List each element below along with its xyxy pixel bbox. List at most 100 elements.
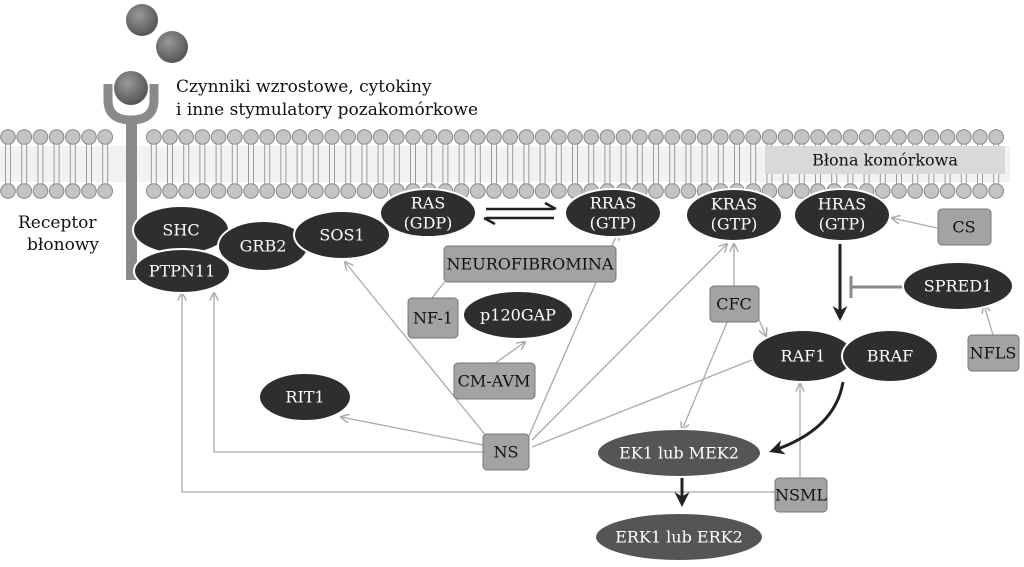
node-mek: EK1 lub MEK2 — [596, 428, 762, 478]
node-grb2: GRB2 — [217, 220, 309, 272]
node-rras-gtp-line1: RRAS — [590, 194, 637, 213]
lipid-head — [518, 129, 535, 145]
lipid-head — [65, 183, 81, 199]
lipid-head — [923, 129, 940, 145]
receptor-label-line1: Receptor — [18, 213, 97, 233]
box-ns: NS — [482, 433, 530, 471]
lipid-head — [648, 129, 664, 145]
box-cfc: CFC — [709, 285, 760, 323]
lipid-head — [745, 129, 762, 145]
lipid-head — [275, 183, 292, 199]
lipid-head — [923, 183, 940, 199]
lipid-head — [842, 129, 859, 145]
lipid-head — [729, 129, 745, 145]
lipid-head — [259, 183, 276, 199]
lipid-head — [972, 129, 988, 145]
node-rit1-label: RIT1 — [285, 388, 324, 407]
lipid-head — [210, 129, 227, 145]
lipid-head — [178, 129, 194, 145]
lipid-head — [146, 183, 162, 199]
lipid-head — [664, 129, 681, 145]
lipid-head — [907, 183, 924, 199]
lipid-head — [146, 129, 162, 145]
lipid-head — [939, 129, 956, 145]
lipid-head — [194, 129, 211, 145]
lipid-head — [551, 129, 567, 145]
node-p120gap: p120GAP — [462, 290, 574, 340]
lipid-head — [48, 183, 65, 199]
lipid-head — [227, 129, 243, 145]
box-cfc-label: CFC — [716, 295, 752, 314]
lipid-head — [97, 183, 113, 199]
node-spred1-label: SPRED1 — [924, 277, 992, 296]
lipid-head — [275, 129, 292, 145]
lipid-head — [696, 129, 713, 145]
lipid-head — [97, 129, 113, 145]
lipid-head — [356, 129, 373, 145]
lipid-head — [48, 129, 65, 145]
node-rras-gtp-line2: (GTP) — [590, 214, 637, 233]
lipid-head — [437, 129, 454, 145]
lipid-head — [81, 183, 97, 199]
lipid-head — [65, 129, 81, 145]
lipid-head — [32, 129, 49, 145]
node-erk: ERK1 lub ERK2 — [594, 512, 764, 562]
node-ras-gdp-line2: (GDP) — [404, 214, 453, 233]
node-raf1: RAF1 — [751, 329, 855, 383]
lipid-head — [470, 183, 486, 199]
lipid-head — [858, 129, 875, 145]
lipid-head — [826, 129, 843, 145]
lipid-head — [502, 183, 519, 199]
lipid-head — [567, 129, 583, 145]
lipid-head — [891, 129, 907, 145]
node-grb2-label: GRB2 — [240, 237, 287, 256]
lipid-head — [243, 183, 259, 199]
cell-membrane: Błona komórkowa — [0, 129, 1010, 199]
box-cm-avm: CM-AVM — [453, 362, 536, 400]
node-rit1: RIT1 — [258, 372, 352, 422]
box-nsml-label: NSML — [775, 486, 827, 505]
box-neurofibromina-label: NEUROFIBROMINA — [447, 255, 614, 274]
lipid-head — [875, 129, 891, 145]
lipid-head — [891, 183, 907, 199]
box-cs-label: CS — [952, 218, 975, 237]
lipid-head — [486, 129, 502, 145]
lipid-head — [486, 183, 502, 199]
box-neurofibromina: NEUROFIBROMINA — [443, 245, 617, 283]
lipid-head — [632, 129, 648, 145]
node-hras-gtp-line1: HRAS — [818, 195, 867, 214]
node-kras-gtp: KRAS (GTP) — [685, 188, 783, 242]
box-cm-avm-label: CM-AVM — [458, 372, 531, 391]
node-ptpn11-label: PTPN11 — [149, 262, 216, 281]
lipid-head — [0, 183, 16, 199]
lipid-head — [810, 129, 826, 145]
node-kras-gtp-line1: KRAS — [711, 195, 758, 214]
lipid-head — [453, 129, 470, 145]
lipid-head — [178, 183, 194, 199]
lipid-head — [551, 183, 567, 199]
membrane-label-box — [765, 146, 1005, 174]
node-p120gap-label: p120GAP — [480, 306, 556, 325]
node-braf-label: BRAF — [867, 347, 913, 366]
receptor-label-line2: błonowy — [27, 235, 99, 255]
lipid-head — [259, 129, 276, 145]
lipid-head — [0, 129, 16, 145]
lipid-head — [680, 183, 697, 199]
stimulus-caption-line2: i inne stymulatory pozakomórkowe — [176, 100, 478, 120]
lipid-head — [907, 129, 924, 145]
node-erk-label: ERK1 lub ERK2 — [615, 528, 743, 547]
node-ras-gdp-line1: RAS — [411, 194, 446, 213]
lipid-head — [340, 129, 357, 145]
box-nsml: NSML — [774, 477, 828, 513]
ligand-ball — [114, 71, 148, 105]
lipid-head — [988, 183, 1005, 199]
node-shc-label: SHC — [162, 221, 199, 240]
lipid-head — [777, 129, 794, 145]
node-shc: SHC — [132, 205, 230, 255]
lipid-head — [502, 129, 519, 145]
lipid-head — [324, 183, 340, 199]
lipid-head — [324, 129, 340, 145]
lipid-head — [972, 183, 988, 199]
node-braf: BRAF — [841, 329, 939, 383]
